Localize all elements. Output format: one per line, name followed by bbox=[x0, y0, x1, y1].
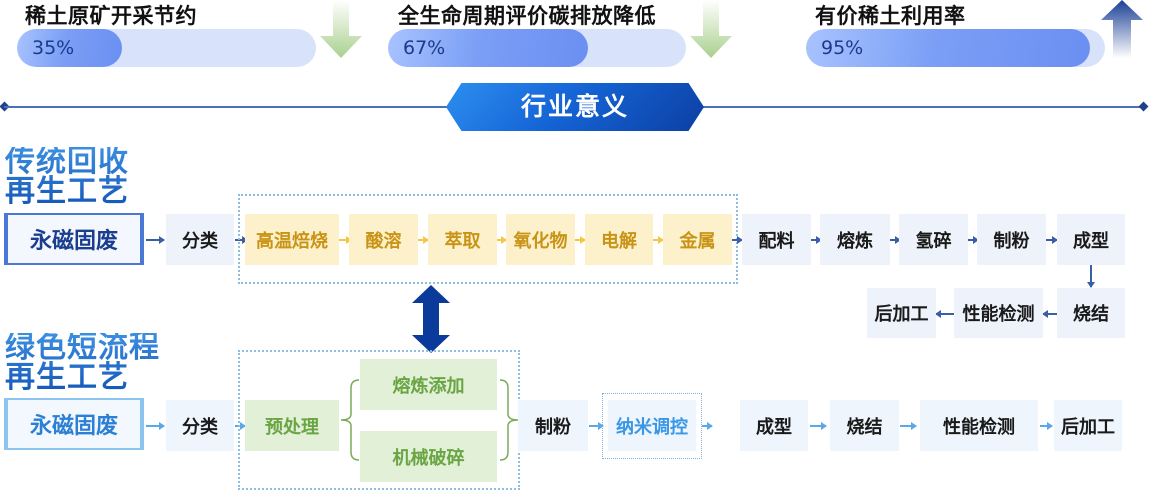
progress-label: 35% bbox=[32, 37, 75, 59]
flow-arrow bbox=[146, 236, 165, 244]
metric-title: 有价稀土利用率 bbox=[815, 4, 966, 28]
arrow-down-icon bbox=[320, 0, 362, 58]
step-box: 烧结 bbox=[830, 400, 899, 451]
step-box: 烧结 bbox=[1057, 288, 1125, 338]
section-title: 传统回收 再生工艺 bbox=[5, 147, 129, 207]
progress-bar: 95% bbox=[806, 29, 1105, 67]
brace-right-icon bbox=[499, 379, 519, 461]
flow-arrow bbox=[418, 236, 429, 244]
step-box: 高温焙烧 bbox=[245, 214, 339, 265]
flow-arrow bbox=[811, 236, 822, 244]
step-box: 制粉 bbox=[518, 400, 588, 451]
section-title-line: 传统回收 bbox=[5, 144, 129, 179]
flow-arrow bbox=[497, 236, 507, 244]
step-box: 配料 bbox=[742, 214, 811, 265]
step-box: 预处理 bbox=[245, 400, 339, 451]
flow-arrow bbox=[1046, 236, 1058, 244]
step-box: 氧化物 bbox=[506, 214, 575, 265]
flow-arrow bbox=[935, 310, 954, 318]
step-box: 后加工 bbox=[1054, 400, 1122, 451]
step-box: 熔炼添加 bbox=[360, 359, 497, 410]
arrow-up-icon bbox=[1101, 0, 1143, 58]
step-box: 后加工 bbox=[867, 288, 936, 338]
flow-arrow bbox=[653, 236, 664, 244]
nano-highlight-frame bbox=[602, 393, 702, 459]
step-box: 分类 bbox=[166, 400, 234, 451]
step-box: 酸溶 bbox=[349, 214, 418, 265]
section-title: 绿色短流程 再生工艺 bbox=[5, 333, 160, 393]
metric-title: 全生命周期评价碳排放降低 bbox=[398, 4, 656, 28]
divider-end-dot bbox=[1138, 101, 1149, 112]
progress-bar: 67% bbox=[388, 29, 686, 67]
step-box: 成型 bbox=[1057, 214, 1125, 265]
progress-fill bbox=[388, 29, 588, 67]
flow-arrow bbox=[1040, 422, 1053, 430]
step-box: 性能检测 bbox=[920, 400, 1038, 451]
progress-label: 95% bbox=[821, 37, 864, 59]
section-title-line: 绿色短流程 bbox=[5, 330, 160, 365]
step-box: 成型 bbox=[740, 400, 808, 451]
compare-double-arrow-icon bbox=[412, 285, 450, 353]
flow-arrow bbox=[1042, 310, 1057, 318]
brace-left-icon bbox=[340, 379, 360, 461]
flow-arrow bbox=[968, 236, 979, 244]
step-box: 电解 bbox=[585, 214, 653, 265]
flow-arrow bbox=[589, 422, 604, 430]
step-box: 机械破碎 bbox=[360, 431, 497, 482]
divider-badge: 行业意义 bbox=[446, 83, 704, 131]
source-box: 永磁固废 bbox=[4, 398, 144, 450]
step-box: 萃取 bbox=[428, 214, 497, 265]
step-box: 金属 bbox=[663, 214, 732, 265]
step-box-highlight: 纳米调控 bbox=[608, 400, 696, 451]
flow-arrow bbox=[890, 236, 901, 244]
arrow-down-icon bbox=[690, 0, 732, 58]
step-box: 制粉 bbox=[977, 214, 1046, 265]
step-box: 氢碎 bbox=[899, 214, 968, 265]
progress-bar: 35% bbox=[17, 29, 316, 67]
progress-fill bbox=[806, 29, 1091, 67]
progress-label: 67% bbox=[403, 37, 446, 59]
step-box: 熔炼 bbox=[820, 214, 890, 265]
flow-arrow bbox=[732, 236, 743, 244]
flow-arrow bbox=[146, 422, 165, 430]
flow-arrow-down bbox=[1087, 265, 1095, 288]
flow-arrow bbox=[235, 422, 246, 430]
source-box: 永磁固废 bbox=[4, 213, 144, 265]
section-title-line: 再生工艺 bbox=[5, 174, 129, 209]
section-title-line: 再生工艺 bbox=[5, 360, 129, 395]
step-box: 性能检测 bbox=[954, 288, 1043, 338]
flow-arrow bbox=[810, 422, 827, 430]
metric-title: 稀土原矿开采节约 bbox=[25, 4, 197, 28]
flow-arrow bbox=[900, 422, 917, 430]
progress-fill bbox=[17, 29, 122, 67]
flow-arrow bbox=[702, 422, 713, 430]
step-box: 分类 bbox=[166, 214, 234, 265]
flow-arrow bbox=[575, 236, 586, 244]
